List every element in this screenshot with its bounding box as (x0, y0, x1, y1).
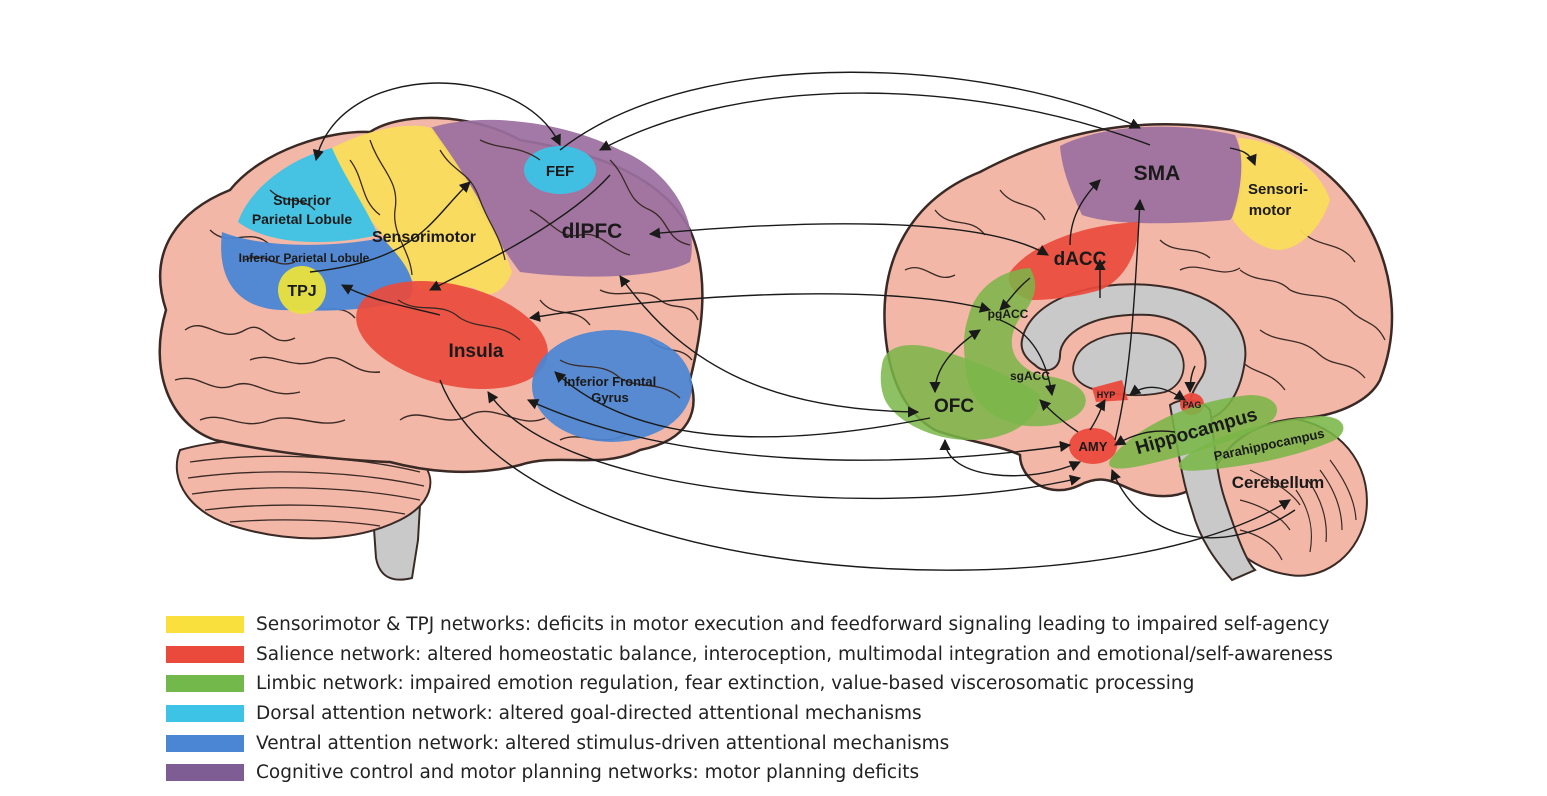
insula-label: Insula (449, 341, 504, 362)
ifg-label-2: Gyrus (591, 390, 629, 405)
connection-arrows (309, 71, 1296, 571)
inferior-parietal-label: Inferior Parietal Lobule (239, 251, 370, 265)
arrow-pgacc-sgacc (999, 319, 1056, 397)
arrow-fef-spl (312, 82, 561, 162)
superior-parietal-label-2: Parietal Lobule (252, 211, 353, 227)
legend-swatch (166, 616, 244, 634)
sensorimotor-label-lateral: Sensorimotor (372, 229, 476, 246)
medial-brain: SMA Sensori- motor dACC pgACC sgACC OFC … (880, 123, 1394, 582)
amy-label: AMY (1079, 439, 1108, 454)
medial-cerebellum-folia (1239, 459, 1357, 561)
tpj-label: TPJ (287, 283, 316, 300)
legend-label: Sensorimotor & TPJ networks: deficits in… (256, 614, 1330, 636)
arrow-hyp-pag (1129, 384, 1186, 401)
dacc-label: dACC (1054, 249, 1107, 270)
arrow-ofc-amy (939, 438, 1082, 477)
legend-swatch (166, 675, 244, 693)
legend-swatch (166, 645, 244, 663)
arrow-insula-amy-low (487, 391, 1082, 500)
arrow-amy-hippocampus (1114, 430, 1176, 446)
legend-label: Cognitive control and motor planning net… (256, 762, 920, 784)
sensorimotor-label-medial-2: motor (1249, 202, 1292, 219)
sensorimotor-region-lateral (332, 125, 512, 294)
dlpfc-label: dlPFC (562, 220, 623, 243)
dacc-region (1008, 222, 1139, 300)
legend: Sensorimotor & TPJ networks: deficits in… (166, 610, 1506, 788)
parahippocampus-region (1178, 416, 1344, 471)
legend-item: Sensorimotor & TPJ networks: deficits in… (166, 610, 1506, 640)
arrow-dlpfc-dacc (648, 223, 1049, 256)
legend-item: Dorsal attention network: altered goal-d… (166, 699, 1506, 729)
dorsal-attention-region-lateral (238, 148, 378, 243)
legend-label: Ventral attention network: altered stimu… (256, 732, 950, 754)
legend-label: Limbic network: impaired emotion regulat… (256, 673, 1195, 695)
tpj-region (278, 266, 326, 314)
arrow-sensorimotor-tpj (309, 181, 471, 273)
arrow-pag-thalamus (1184, 365, 1196, 394)
arrow-sma-amy (1114, 198, 1146, 441)
hyp-region (1092, 380, 1128, 402)
hippocampus-region (1109, 395, 1278, 469)
hyp-label: HYP (1097, 390, 1116, 400)
arrow-fef-sma (559, 71, 1142, 151)
legend-label: Dorsal attention network: altered goal-d… (256, 703, 922, 725)
arrow-insula-cerebellum (439, 379, 1291, 571)
pag-label: PAG (1183, 400, 1202, 410)
legend-item: Limbic network: impaired emotion regulat… (166, 669, 1506, 699)
legend-swatch (166, 734, 244, 752)
arrow-amy-hyp (1089, 399, 1106, 431)
sgacc-label: sgACC (1010, 369, 1050, 383)
insula-region (356, 281, 548, 389)
arrow-pgacc-ofc (929, 329, 981, 394)
legend-item: Salience network: altered homeostatic ba… (166, 640, 1506, 670)
ifg-label-1: Inferior Frontal (564, 374, 656, 389)
brain-network-diagram: Superior Parietal Lobule Inferior Pariet… (158, 71, 1394, 582)
arrow-sma-dacc (1069, 179, 1101, 246)
lateral-brain: Superior Parietal Lobule Inferior Pariet… (158, 116, 704, 581)
ofc-label: OFC (934, 396, 974, 417)
arrow-insula-sma (599, 92, 1151, 151)
sensorimotor-label-medial-1: Sensori- (1248, 181, 1308, 198)
lateral-cerebellum-folia (187, 455, 425, 527)
arrow-insula-tpj (341, 284, 441, 316)
superior-parietal-label-1: Superior (273, 192, 331, 208)
arrow-dacc-pgacc (999, 277, 1031, 311)
legend-swatch (166, 764, 244, 782)
sma-label: SMA (1134, 162, 1181, 185)
legend-item: Ventral attention network: altered stimu… (166, 728, 1506, 758)
legend-item: Cognitive control and motor planning net… (166, 758, 1506, 788)
cerebellum-label: Cerebellum (1232, 473, 1325, 492)
legend-swatch (166, 705, 244, 723)
fef-label: FEF (546, 163, 574, 180)
arrow-amy-sgacc (1039, 399, 1079, 433)
legend-label: Salience network: altered homeostatic ba… (256, 643, 1333, 665)
pgacc-label: pgACC (988, 307, 1029, 321)
sma-region (1060, 126, 1243, 224)
arrow-sma-sensorimotor (1229, 147, 1257, 167)
arrow-fef-insula (428, 174, 611, 291)
arrow-amy-cerebellum (1110, 468, 1296, 539)
